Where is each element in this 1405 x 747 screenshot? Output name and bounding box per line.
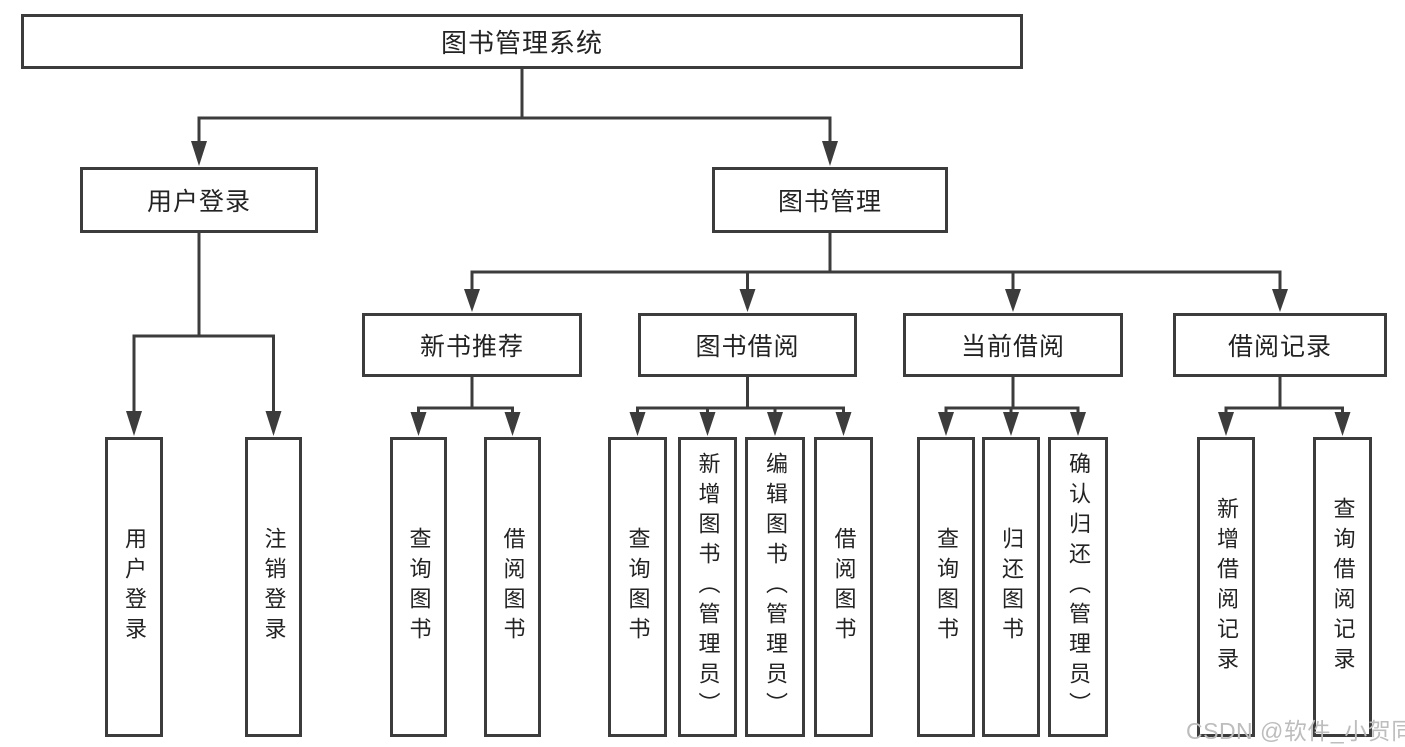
arrow-head — [191, 141, 207, 166]
leaf-cb-query-books-label: 查询图书 — [934, 527, 959, 647]
leaf-bb-edit-books-label: 编辑图书（管理员） — [763, 452, 788, 722]
leaf-cb-return-books: 归还图书 — [982, 437, 1040, 737]
node-root: 图书管理系统 — [21, 14, 1023, 69]
arrow-head — [1005, 289, 1021, 312]
arrow-head — [1218, 412, 1234, 436]
connector-book-management-children — [464, 232, 1288, 312]
arrow-head — [629, 412, 646, 436]
leaf-nbr-query-books: 查询图书 — [390, 437, 447, 737]
arrow-head — [767, 412, 783, 436]
node-current-borrowing-label: 当前借阅 — [960, 333, 1065, 361]
node-new-book-recommend-label: 新书推荐 — [419, 333, 524, 361]
node-book-borrowing-label: 图书借阅 — [695, 333, 800, 361]
node-new-book-recommend: 新书推荐 — [362, 313, 582, 377]
leaf-user-login: 用户登录 — [105, 437, 163, 737]
arrow-head — [739, 289, 756, 312]
arrow-head — [1272, 289, 1288, 312]
leaf-nbr-borrow-books-label: 借阅图书 — [500, 527, 526, 647]
csdn-watermark: CSDN @软件_小贺同学 — [1186, 718, 1405, 744]
connector-root-to-level2 — [191, 68, 838, 166]
arrow-head — [699, 412, 716, 436]
arrow-head — [1070, 412, 1086, 436]
leaf-nbr-borrow-books: 借阅图书 — [484, 437, 541, 737]
node-book-management: 图书管理 — [712, 167, 948, 233]
node-user-login: 用户登录 — [80, 167, 318, 233]
leaf-bb-borrow-books: 借阅图书 — [814, 437, 873, 737]
leaf-bb-query-books: 查询图书 — [608, 437, 667, 737]
node-borrowing-records: 借阅记录 — [1173, 313, 1387, 377]
leaf-br-add-record-label: 新增借阅记录 — [1214, 497, 1239, 677]
connector-new-book-recommend-children — [410, 376, 521, 436]
leaf-br-add-record: 新增借阅记录 — [1197, 437, 1255, 737]
node-borrowing-records-label: 借阅记录 — [1227, 333, 1332, 361]
connector-borrowing-records-children — [1218, 377, 1351, 436]
leaf-br-query-record: 查询借阅记录 — [1313, 437, 1372, 737]
leaf-bb-borrow-books-label: 借阅图书 — [831, 527, 857, 647]
leaf-bb-query-books-label: 查询图书 — [625, 527, 651, 647]
arrow-head — [1334, 412, 1351, 436]
node-current-borrowing: 当前借阅 — [903, 313, 1123, 377]
arrow-head — [265, 411, 282, 436]
leaf-user-login-label: 用户登录 — [122, 527, 147, 647]
arrow-head — [464, 289, 480, 312]
connector-user-login-children — [126, 232, 282, 436]
arrow-head — [410, 412, 427, 436]
leaf-bb-add-books: 新增图书（管理员） — [678, 437, 737, 737]
node-book-management-label: 图书管理 — [777, 188, 882, 216]
leaf-bb-add-books-label: 新增图书（管理员） — [695, 452, 721, 722]
leaf-br-query-record-label: 查询借阅记录 — [1330, 497, 1356, 677]
connector-book-borrowing-children — [629, 376, 852, 436]
leaf-cb-confirm-return: 确认归还（管理员） — [1048, 437, 1108, 737]
arrow-head — [835, 412, 852, 436]
arrow-head — [1003, 412, 1019, 436]
arrow-head — [126, 411, 142, 436]
leaf-cb-query-books: 查询图书 — [917, 437, 975, 737]
connector-current-borrowing-children — [938, 376, 1086, 436]
arrow-head — [822, 141, 838, 166]
leaf-cb-confirm-return-label: 确认归还（管理员） — [1066, 452, 1091, 722]
node-root-label: 图书管理系统 — [440, 28, 603, 58]
node-user-login-label: 用户登录 — [146, 188, 251, 216]
leaf-nbr-query-books-label: 查询图书 — [406, 527, 432, 647]
leaf-bb-edit-books: 编辑图书（管理员） — [745, 437, 805, 737]
arrow-head — [504, 412, 521, 436]
arrow-head — [938, 412, 954, 436]
leaf-logout-label: 注销登录 — [261, 527, 287, 647]
node-book-borrowing: 图书借阅 — [638, 313, 857, 377]
leaf-logout: 注销登录 — [245, 437, 302, 737]
leaf-cb-return-books-label: 归还图书 — [999, 527, 1024, 647]
